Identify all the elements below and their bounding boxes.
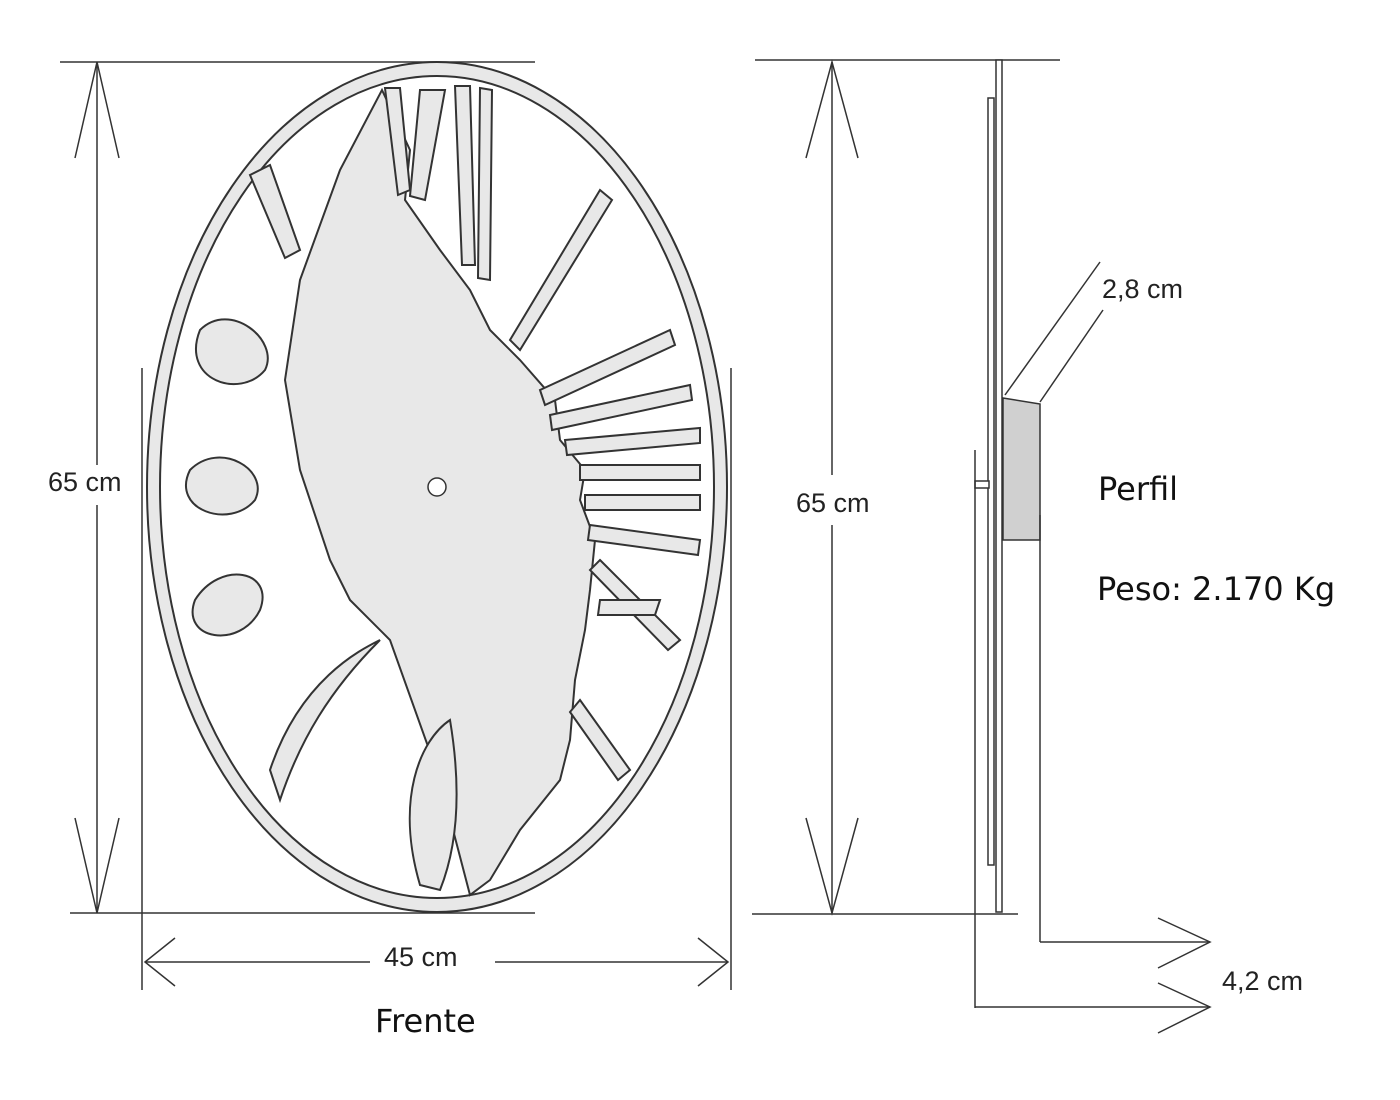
front-dimensions [60, 61, 732, 990]
front-view [146, 61, 728, 913]
hands-pin [974, 480, 990, 489]
profile-title: Perfil [1098, 470, 1178, 508]
profile-view [752, 59, 1212, 1034]
profile-thickness-label: 2,8 cm [1102, 274, 1183, 304]
profile-depth-label: 4,2 cm [1222, 966, 1303, 996]
profile-height-label: 65 cm [796, 488, 870, 518]
center-hole [427, 477, 447, 497]
profile-plate [995, 59, 1003, 913]
front-height-label: 65 cm [48, 467, 122, 497]
roman-numerals [185, 85, 702, 892]
front-width-label: 45 cm [384, 942, 458, 972]
weight-label: Peso: 2.170 Kg [1097, 570, 1335, 608]
front-title: Frente [375, 1002, 476, 1040]
clock-mechanism-box [1002, 397, 1041, 541]
